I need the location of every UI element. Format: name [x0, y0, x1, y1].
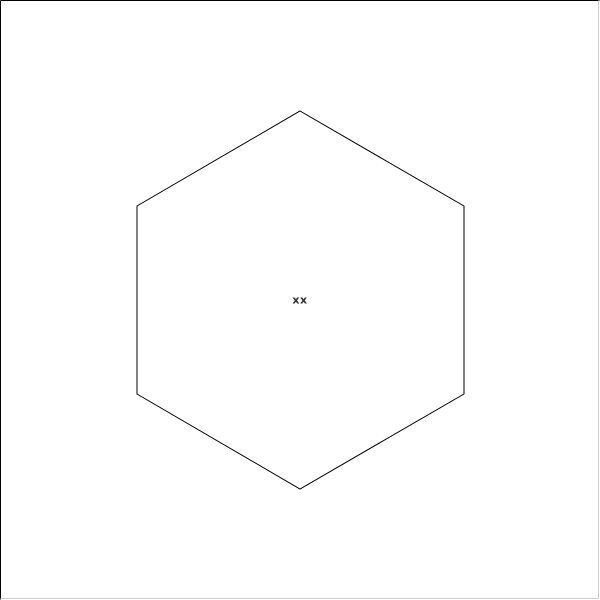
hexagon — [136, 110, 465, 490]
hexagon-center-label: xx — [292, 293, 308, 307]
